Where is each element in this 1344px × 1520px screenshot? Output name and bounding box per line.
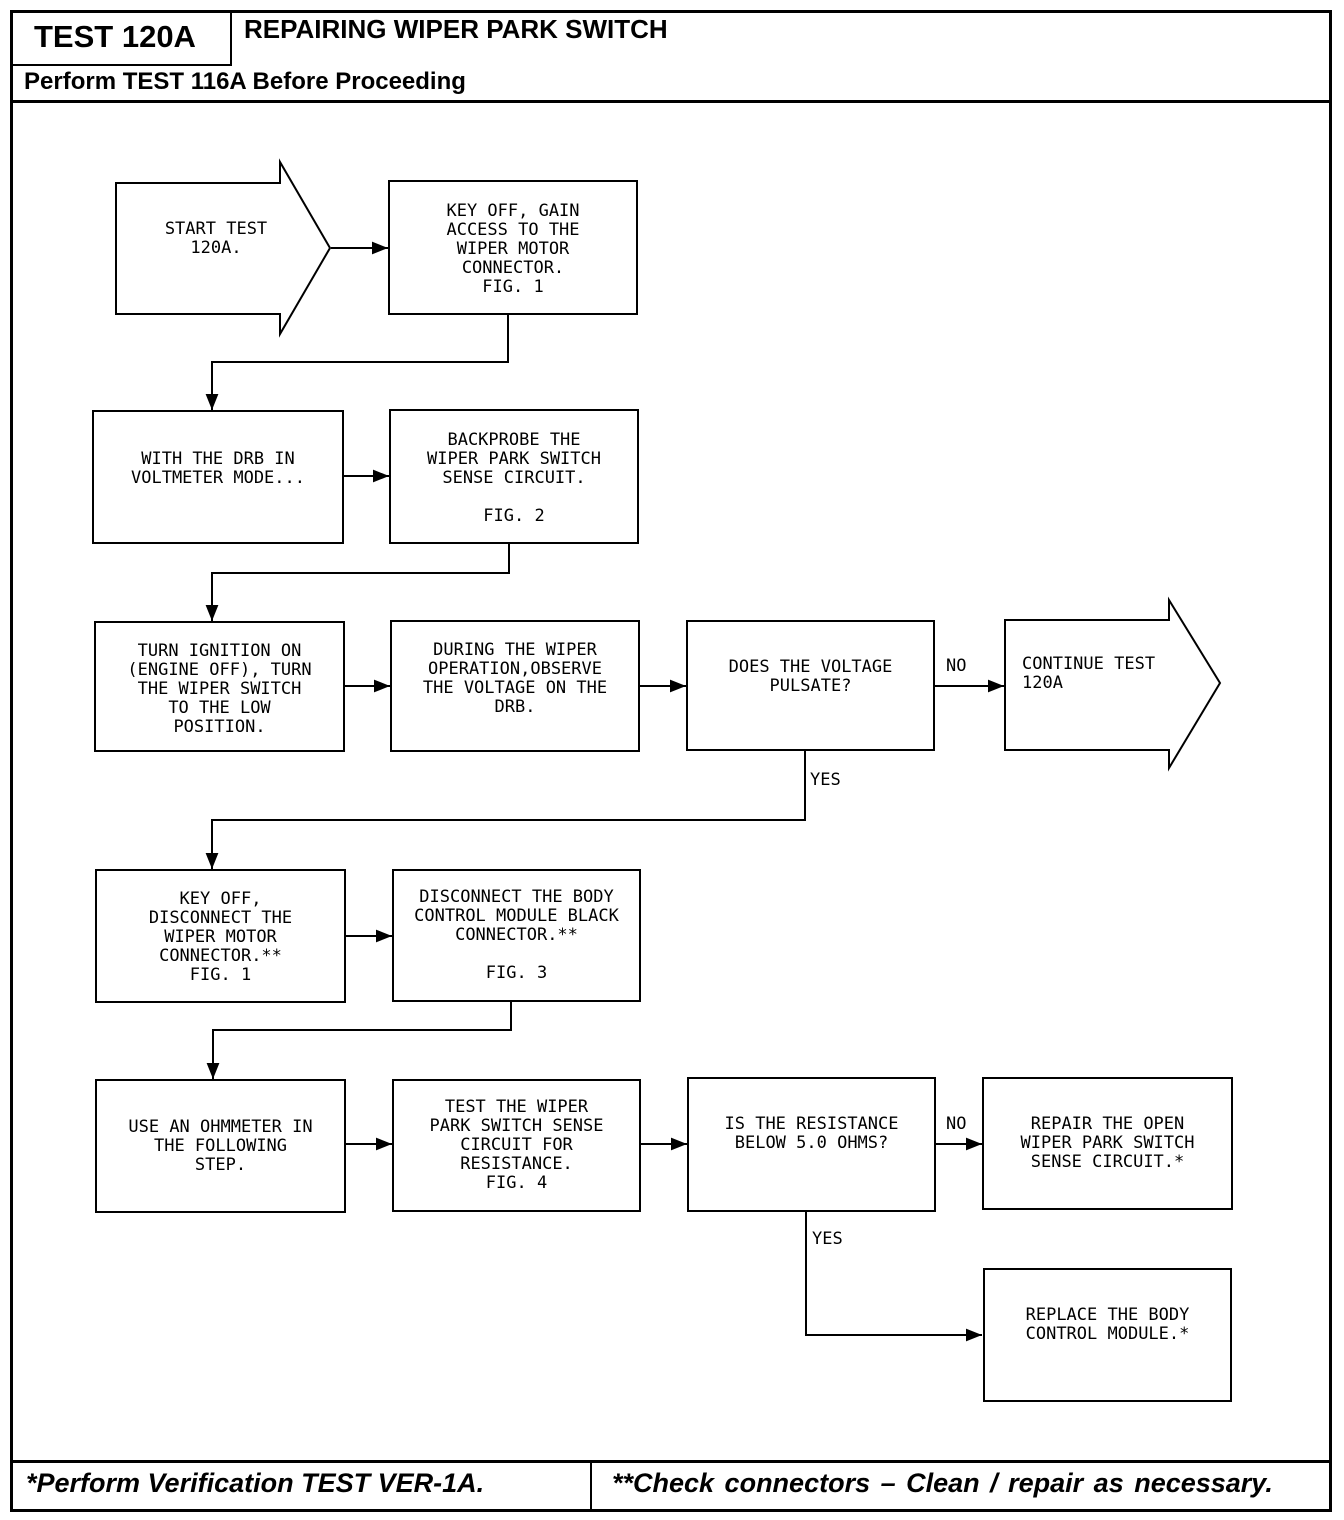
header-divider (10, 100, 1332, 103)
use-ohmmeter-box: USE AN OHMMETER IN THE FOLLOWING STEP. (95, 1079, 346, 1213)
disconnect-motor-box: KEY OFF, DISCONNECT THE WIPER MOTOR CONN… (95, 869, 346, 1003)
connector-resistance-yes (805, 1212, 982, 1342)
edge-label-no: NO (946, 656, 967, 676)
connector-decision-yes (205, 751, 806, 869)
disconnect-bcm-box: DISCONNECT THE BODY CONTROL MODULE BLACK… (392, 869, 641, 1002)
page-title: REPAIRING WIPER PARK SWITCH (244, 14, 668, 44)
edge-label-yes: YES (810, 770, 841, 790)
test-resistance-box: TEST THE WIPER PARK SWITCH SENSE CIRCUIT… (392, 1079, 641, 1212)
resistance-decision: IS THE RESISTANCE BELOW 5.0 OHMS? (687, 1077, 936, 1212)
verification-note: *Perform Verification TEST VER-1A. (26, 1468, 485, 1498)
page-frame (10, 10, 1332, 1512)
observe-voltage-box: DURING THE WIPER OPERATION,OBSERVE THE V… (390, 620, 640, 752)
footer-divider (10, 1460, 1332, 1463)
repair-open-box: REPAIR THE OPEN WIPER PARK SWITCH SENSE … (982, 1077, 1233, 1210)
prerequisite-note: Perform TEST 116A Before Proceeding (24, 68, 466, 95)
continue-arrow-shape (1004, 596, 1222, 772)
test-id: TEST 120A (10, 10, 232, 66)
edge-label-no: NO (946, 1114, 967, 1134)
start-test-label: START TEST 120A. (164, 219, 268, 258)
connector-access-to-drb (205, 315, 509, 410)
replace-bcm-box: REPLACE THE BODY CONTROL MODULE.* (983, 1268, 1232, 1402)
drb-voltmeter-box: WITH THE DRB IN VOLTMETER MODE... (92, 410, 344, 544)
connector-note: **Check connectors – Clean / repair as n… (612, 1468, 1273, 1498)
connector-backprobe-to-ignition (205, 544, 510, 621)
footer-separator (590, 1460, 592, 1512)
voltage-pulsate-decision: DOES THE VOLTAGE PULSATE? (686, 620, 935, 751)
ignition-on-box: TURN IGNITION ON (ENGINE OFF), TURN THE … (94, 621, 345, 752)
edge-label-yes: YES (812, 1229, 843, 1249)
start-arrow-shape (115, 158, 332, 338)
backprobe-box: BACKPROBE THE WIPER PARK SWITCH SENSE CI… (389, 409, 639, 544)
connector-bcm-to-ohmmeter (206, 1002, 512, 1079)
key-off-access-box: KEY OFF, GAIN ACCESS TO THE WIPER MOTOR … (388, 180, 638, 315)
continue-test-label: CONTINUE TEST 120A (1022, 654, 1156, 693)
